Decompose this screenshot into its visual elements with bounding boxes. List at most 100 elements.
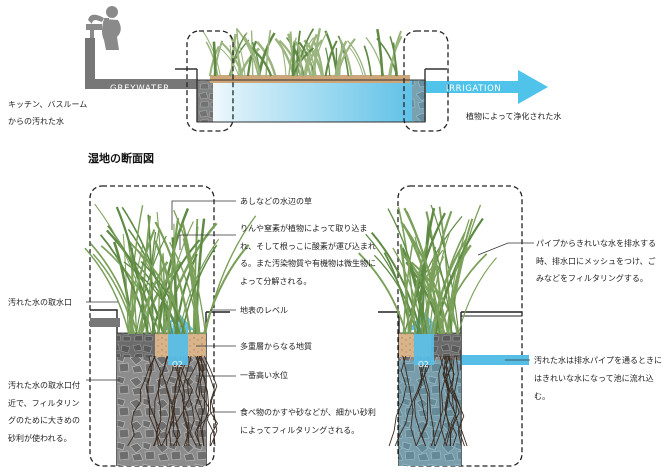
grass-blade bbox=[280, 44, 287, 77]
root-strand bbox=[147, 355, 161, 447]
root-strand bbox=[195, 355, 205, 447]
grass-blade bbox=[145, 229, 160, 335]
root-strand bbox=[172, 355, 194, 447]
annotation-water-level: 一番高い水位 bbox=[240, 371, 288, 380]
annotation-ground-level: 地表のレベル bbox=[240, 306, 288, 315]
outlet-o2-label: O2 bbox=[418, 360, 429, 369]
greywater-label: GREYWATER bbox=[110, 84, 170, 94]
root-strand bbox=[423, 355, 435, 447]
root-strand bbox=[161, 355, 179, 447]
grass-blade bbox=[430, 204, 460, 335]
root-strand bbox=[415, 355, 429, 447]
grass-blade bbox=[295, 37, 314, 77]
grass-blade bbox=[303, 33, 319, 77]
grass-blade bbox=[265, 29, 272, 77]
grass-blade bbox=[256, 41, 277, 77]
grass-blade bbox=[164, 247, 199, 335]
grass-blade bbox=[140, 261, 186, 335]
grass-blade bbox=[295, 30, 301, 77]
purified-water-text: 植物によって浄化された水 bbox=[466, 112, 562, 121]
reed-grass-left bbox=[84, 203, 257, 335]
grass-blade bbox=[446, 219, 470, 335]
grass-blade bbox=[178, 238, 220, 335]
irrigation-arrow bbox=[426, 70, 548, 104]
root-strand bbox=[445, 355, 465, 447]
grass-blade bbox=[129, 229, 156, 335]
grass-blade bbox=[457, 257, 497, 335]
reed-grass-top bbox=[201, 27, 403, 77]
inlet-zoom-marker bbox=[186, 30, 234, 132]
section-title: 湿地の断面図 bbox=[88, 152, 154, 165]
outlet-zoom-marker bbox=[403, 30, 449, 132]
grass-blade bbox=[181, 244, 218, 335]
grass-blade bbox=[212, 41, 217, 77]
grass-blade bbox=[363, 45, 372, 77]
grass-blade bbox=[157, 257, 162, 335]
root-strand bbox=[127, 355, 156, 447]
grass-blade bbox=[167, 217, 180, 335]
grass-blade bbox=[347, 40, 367, 77]
grass-blade bbox=[325, 47, 331, 77]
grass-blade bbox=[358, 252, 408, 335]
grass-blade bbox=[336, 38, 356, 77]
root-strand bbox=[454, 355, 468, 447]
annotation-inlet-detail: 汚れた水の取水口付近で、フィルタリングのために大きめの砂利が使われる。 bbox=[8, 381, 80, 443]
grass-blade bbox=[135, 235, 167, 335]
grass-blade bbox=[334, 40, 348, 77]
root-strand bbox=[165, 355, 176, 447]
root-strand bbox=[145, 355, 162, 447]
grass-blade bbox=[305, 43, 314, 77]
grass-blade bbox=[387, 208, 428, 335]
reed-grass-right bbox=[358, 204, 497, 335]
grass-blade bbox=[156, 208, 190, 335]
grass-blade bbox=[202, 244, 250, 335]
annotation-inlet: 汚れた水の取水口 bbox=[8, 298, 72, 307]
greywater-source-text: キッチン、バスルーム からの汚れた水 bbox=[8, 100, 88, 126]
grass-blade bbox=[376, 28, 384, 77]
grass-blade bbox=[84, 247, 130, 335]
grass-blade bbox=[416, 207, 436, 335]
root-strand bbox=[388, 355, 407, 447]
annotation-uptake: りんや窒素が植物によって取り込まれ、そして根っこに酸素が運び込まれる。また汚染物… bbox=[240, 224, 376, 286]
wetland-basin-water bbox=[197, 80, 425, 122]
annotation-reed: あしなどの水辺の草 bbox=[240, 197, 312, 206]
grass-blade bbox=[373, 254, 420, 335]
outlet-pipe bbox=[461, 355, 529, 365]
grass-blade bbox=[430, 237, 468, 335]
inlet-cross-section: N/P O2 bbox=[84, 185, 257, 467]
root-strand bbox=[450, 355, 458, 447]
grass-blade bbox=[389, 36, 399, 77]
annotation-mesh: パイプからきれいな水を排水する時、排水口にメッシュをつけ、ごみなどをフィルタリン… bbox=[536, 239, 656, 283]
irrigation-label: IRRIGATION bbox=[446, 84, 501, 94]
grass-blade bbox=[246, 40, 258, 77]
grass-blade bbox=[304, 39, 323, 77]
root-strand bbox=[438, 355, 447, 447]
grass-blade bbox=[236, 28, 260, 77]
grass-blade bbox=[243, 36, 262, 77]
root-strand bbox=[178, 355, 190, 447]
root-strand bbox=[416, 355, 428, 447]
grass-blade bbox=[338, 38, 353, 77]
root-strand bbox=[402, 355, 417, 447]
grass-blade bbox=[182, 238, 199, 335]
grass-blade bbox=[403, 207, 443, 335]
grass-blade bbox=[410, 261, 460, 335]
gravel-bed bbox=[210, 75, 410, 83]
grass-blade bbox=[425, 255, 437, 335]
grass-blade bbox=[402, 242, 414, 335]
grass-blade bbox=[156, 211, 165, 335]
root-strand bbox=[153, 355, 161, 447]
grass-blade bbox=[161, 221, 194, 335]
grass-blade bbox=[409, 244, 428, 335]
grass-blade bbox=[397, 207, 416, 335]
annotation-filtering: 食べ物のかすや砂などが、細かい砂利によってフィルタリングされる。 bbox=[240, 408, 376, 435]
grass-blade bbox=[181, 222, 201, 335]
plant-roots bbox=[127, 355, 219, 447]
root-strand bbox=[161, 355, 185, 447]
grass-blade bbox=[171, 237, 179, 335]
root-strand bbox=[394, 355, 432, 447]
grass-blade bbox=[251, 48, 273, 77]
outlet-cross-section: N/P O2 bbox=[358, 185, 534, 467]
leader-lines bbox=[86, 200, 236, 431]
